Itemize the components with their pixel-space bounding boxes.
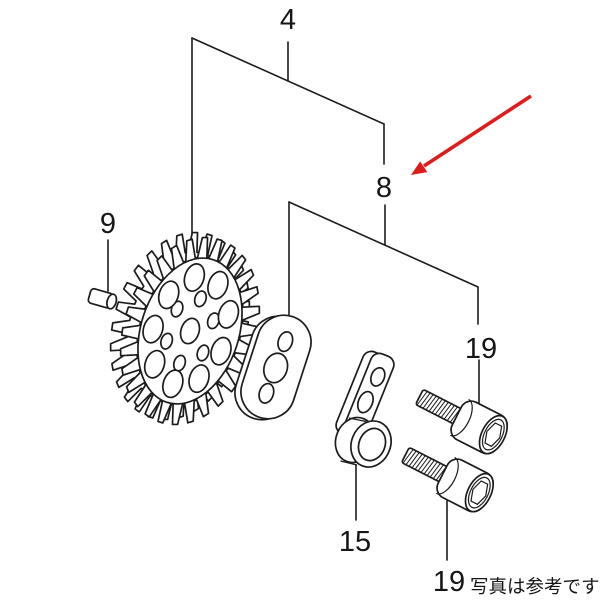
boss-bottom-edge [340,460,358,466]
gear-hole [143,349,166,379]
part-label-15: 15 [339,526,371,558]
bracket-slot-top [369,366,386,387]
gear-hole [207,270,229,300]
red-arrow-shaft [423,94,532,168]
red-pointer-arrow [411,94,532,175]
reference-caption: 写真は参考です [470,576,600,597]
gear-hole [159,332,174,350]
gear-lightening-holes [142,263,240,399]
gear-hole [142,314,164,344]
plate-hole-top [277,331,294,353]
part-label-19-lower: 19 [433,566,465,598]
gear-hole [188,364,210,394]
socket-bolt-upper [408,377,514,460]
gear-hole [193,290,208,308]
red-arrow-head-icon [411,161,428,175]
gasket-plate [234,314,312,421]
gear-hole [157,280,180,310]
gear-hole [179,317,201,345]
gear-hole [161,369,184,399]
gear-hole [196,344,210,362]
dowel-pin-drawing [87,287,118,310]
part-label-4: 4 [280,4,296,36]
gear-hole [217,299,240,329]
pin-end-face [106,293,118,310]
bracket-boss-bore [357,427,387,462]
tensioner-bracket [334,350,395,468]
gear-hole [183,263,206,293]
leader-8-diagonal [288,201,479,288]
plate-hole-center [262,352,289,384]
part-label-19-upper: 19 [465,333,497,365]
bracket-slot-middle [356,390,374,414]
pump-drive-gear [109,231,261,426]
gear-hole [210,336,232,366]
plate-hole-bottom [258,382,275,404]
leader-lines [107,37,480,561]
part-label-8: 8 [376,172,392,204]
part-label-9: 9 [100,208,116,240]
leader-4-diagonal [191,37,385,125]
boss-top-edge [348,417,367,423]
